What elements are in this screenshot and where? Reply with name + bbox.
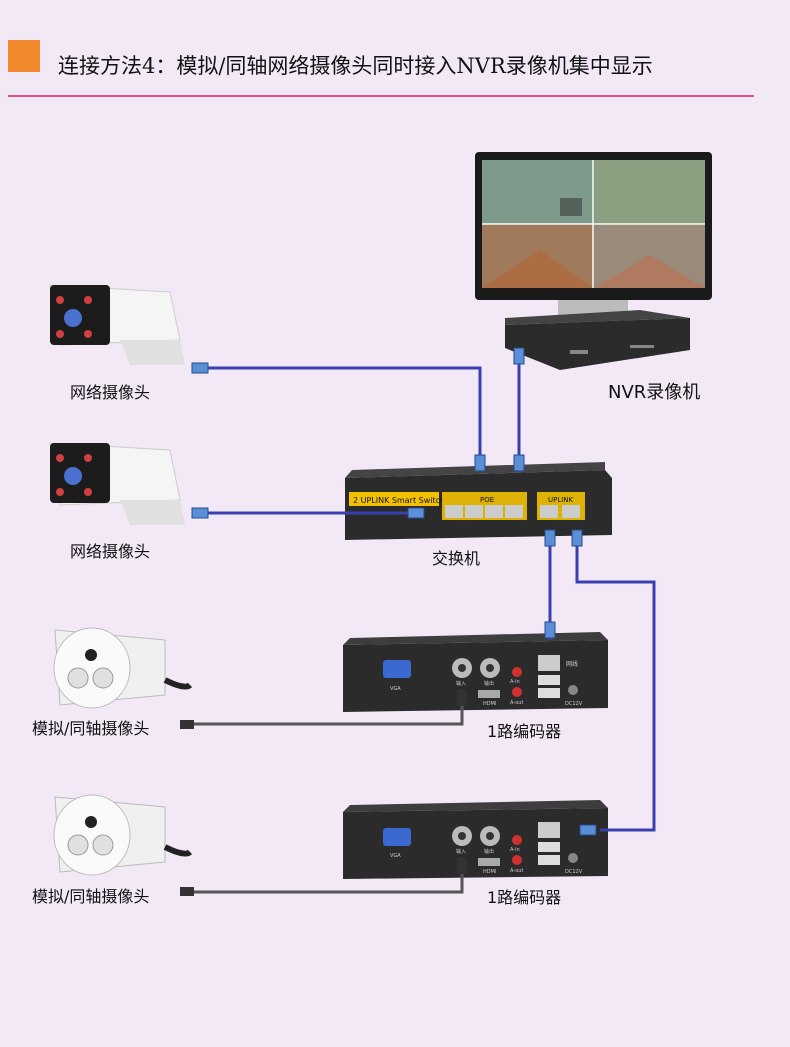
monitor-view-2 <box>594 160 705 224</box>
switch-label: 交换机 <box>432 549 481 568</box>
analog-camera-2-label: 模拟/同轴摄像头 <box>32 887 150 906</box>
cable-ipcam1-to-switch <box>205 366 482 465</box>
analog-camera-1-label: 模拟/同轴摄像头 <box>32 719 150 738</box>
encoder-2-label: 1路编码器 <box>487 888 562 907</box>
nvr-label: NVR录像机 <box>608 382 701 403</box>
monitor <box>475 152 712 340</box>
encoder-2-power-text: DC12V <box>565 869 583 875</box>
encoder-1-power-text: DC12V <box>565 701 583 707</box>
ip-camera-1 <box>49 284 185 365</box>
encoder-1-vga-text: VGA <box>390 686 401 692</box>
switch-uplink-text: UPLINK <box>548 496 574 504</box>
encoder-2-ain-text: A-in <box>510 847 520 853</box>
analog-camera-2 <box>53 794 193 876</box>
ip-camera-2 <box>49 442 185 525</box>
rj45-connectors <box>191 347 597 836</box>
encoder-1: VGA 输入 输出 HDMI A-in A-out 网线 DC12V <box>343 632 608 712</box>
network-switch: 2 UPLINK Smart Switch POE UPLINK <box>345 462 612 540</box>
encoder-1-hdmi-text: HDMI <box>483 701 496 707</box>
nvr-recorder <box>505 310 690 370</box>
encoder-1-label: 1路编码器 <box>487 722 562 741</box>
header-divider <box>8 95 754 97</box>
switch-brand-text: 2 UPLINK Smart Switch <box>353 496 445 505</box>
network-cables <box>205 358 656 832</box>
bnc-connectors <box>180 690 467 896</box>
encoder-2-vga-text: VGA <box>390 853 401 859</box>
encoder-2: VGA 输入 输出 HDMI A-in A-out DC12V <box>343 800 608 879</box>
encoder-2-out-text: 输出 <box>484 848 494 855</box>
encoder-1-out-text: 输出 <box>484 680 494 687</box>
encoder-1-aout-text: A-out <box>510 700 523 706</box>
encoder-2-hdmi-text: HDMI <box>483 869 496 875</box>
cable-switch-to-encoder2 <box>575 540 656 832</box>
analog-camera-1 <box>53 627 193 709</box>
encoder-2-aout-text: A-out <box>510 868 523 874</box>
encoder-1-net-text: 网线 <box>566 660 578 668</box>
header-accent-square <box>8 40 40 72</box>
page-title: 连接方法4：模拟/同轴网络摄像头同时接入NVR录像机集中显示 <box>58 54 653 78</box>
encoder-1-ain-text: A-in <box>510 679 520 685</box>
ip-camera-2-label: 网络摄像头 <box>70 542 151 561</box>
encoder-2-in-text: 输入 <box>456 848 466 855</box>
encoder-1-in-text: 输入 <box>456 680 466 687</box>
ip-camera-1-label: 网络摄像头 <box>70 383 151 402</box>
switch-poe-text: POE <box>480 496 494 504</box>
